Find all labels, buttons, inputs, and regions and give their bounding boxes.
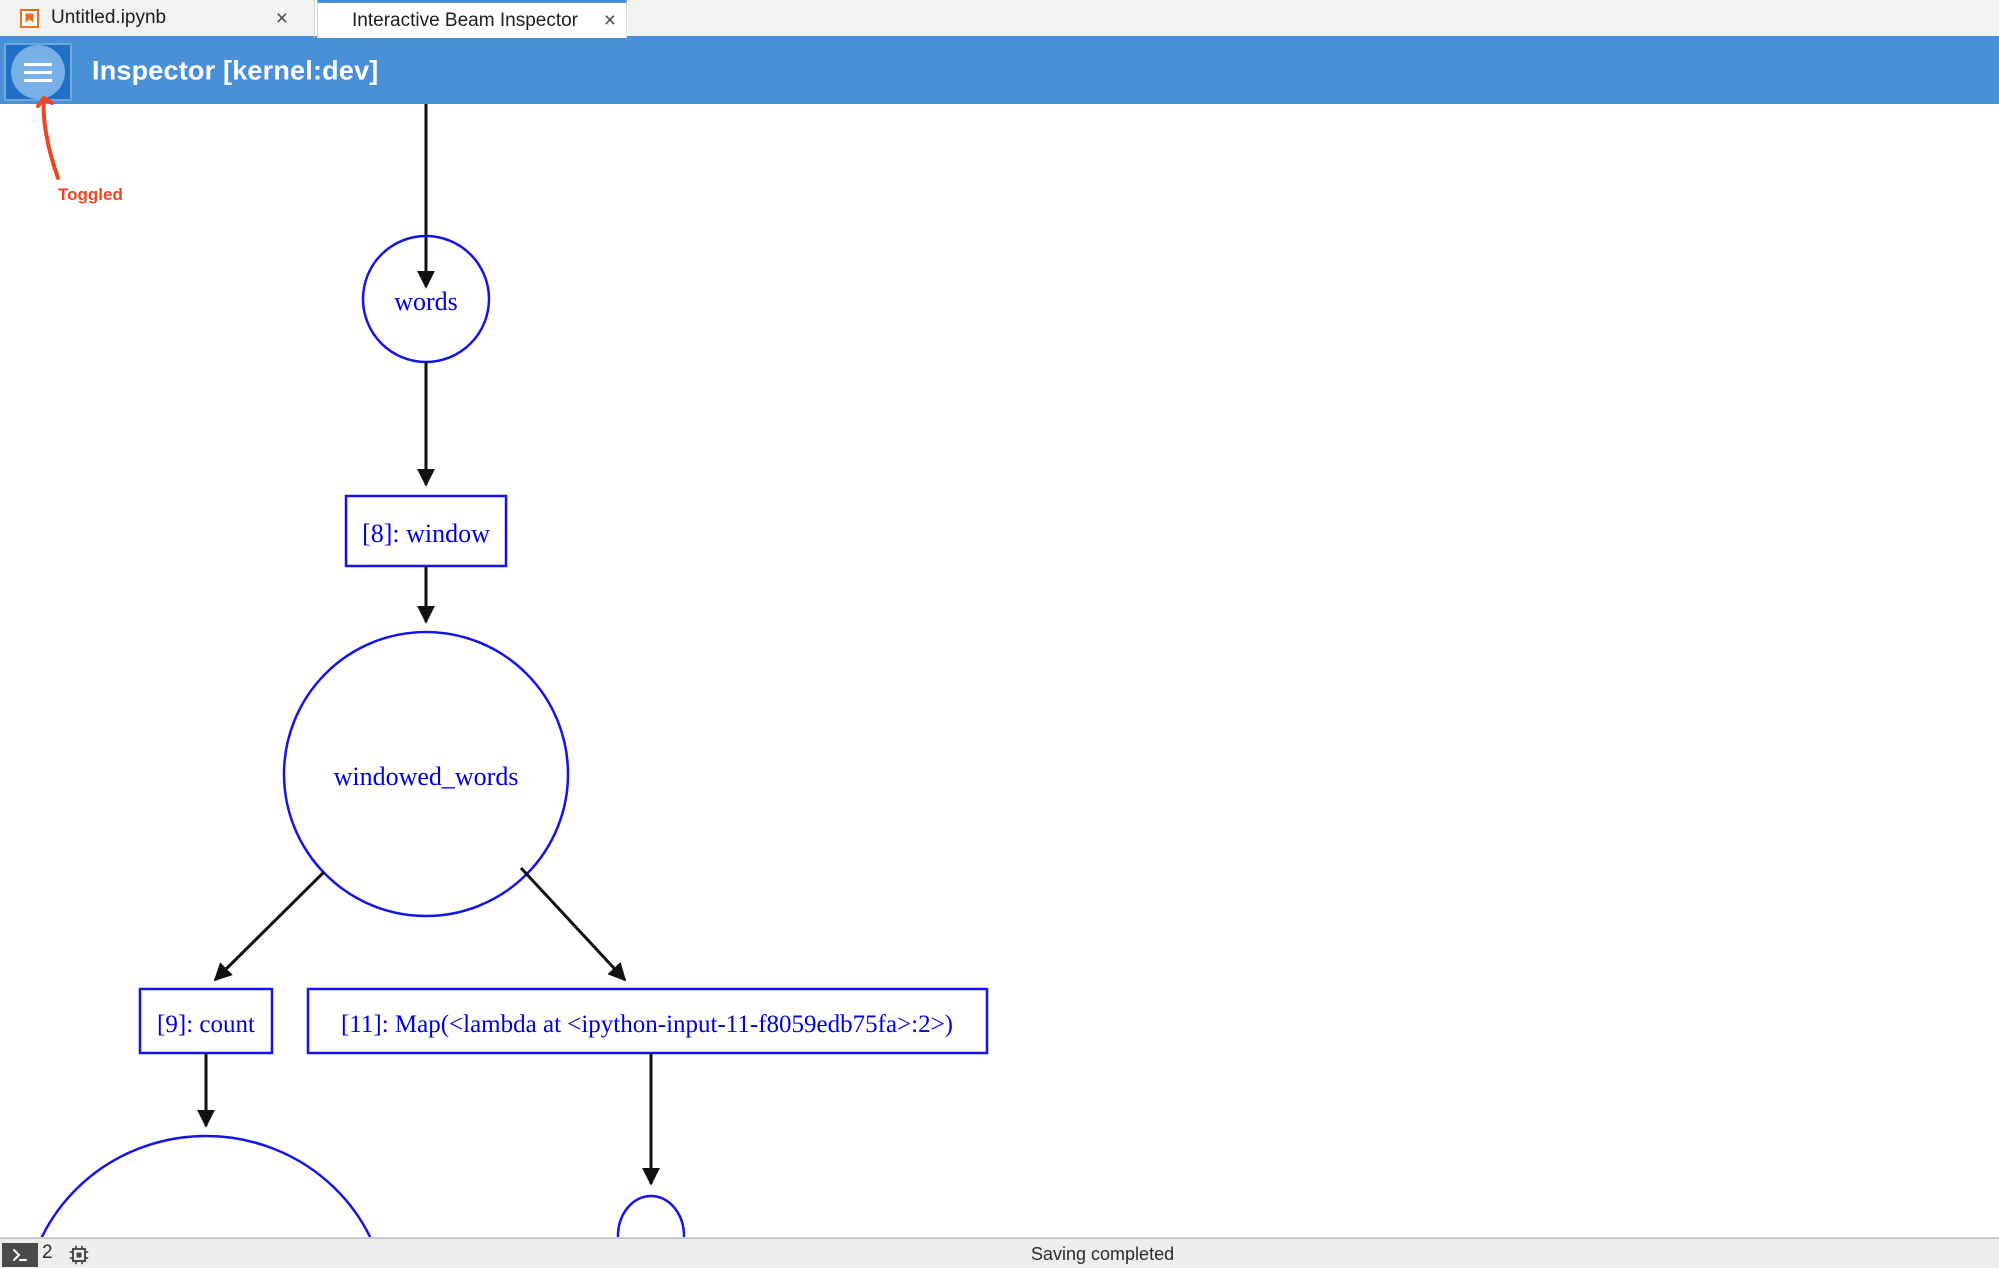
- pipeline-graph-canvas[interactable]: words [8]: window windowed_words: [0, 104, 1999, 1238]
- notebook-icon: [20, 8, 39, 28]
- tab-bar: Untitled.ipynb × Interactive Beam Inspec…: [0, 0, 1999, 38]
- page-title: Inspector [kernel:dev]: [92, 55, 379, 86]
- status-message: Saving completed: [1031, 1244, 1175, 1264]
- tab-untitled-ipynb[interactable]: Untitled.ipynb ×: [0, 0, 315, 38]
- status-bar: 2 Saving completed: [0, 1238, 1999, 1268]
- edge-windowed-words-to-count: [213, 870, 326, 982]
- pipeline-graph: words [8]: window windowed_words: [24, 104, 989, 1238]
- tab-close-icon[interactable]: ×: [603, 9, 616, 32]
- graph-node-window[interactable]: [8]: window: [344, 494, 508, 568]
- graph-node-label: [8]: window: [362, 519, 490, 548]
- graph-node-windowed-word-counts[interactable]: windowed_word_counts: [24, 1134, 388, 1238]
- hamburger-bar: [24, 70, 52, 74]
- hamburger-menu-button[interactable]: [4, 43, 72, 101]
- graph-node-words[interactable]: words: [361, 234, 491, 364]
- annotation-arrow-icon: [36, 96, 60, 180]
- graph-node-label: words: [394, 287, 458, 316]
- edge-windowed-words-to-map: [519, 866, 627, 982]
- tab-label: Interactive Beam Inspector: [352, 9, 578, 31]
- graph-node-count[interactable]: [9]: count: [138, 987, 274, 1055]
- graph-node-windowed-words[interactable]: windowed_words: [282, 630, 570, 918]
- graph-node-label: windowed_words: [334, 762, 519, 791]
- graph-node-label: [9]: count: [157, 1011, 255, 1038]
- terminal-icon: [13, 1249, 27, 1261]
- hamburger-bar: [24, 62, 52, 66]
- hamburger-bar: [24, 78, 52, 82]
- inspector-header: Inspector [kernel:dev]: [0, 38, 1999, 104]
- cpu-chip-icon[interactable]: [68, 1244, 90, 1266]
- tab-close-icon[interactable]: ×: [275, 6, 288, 30]
- tab-interactive-beam-inspector[interactable]: Interactive Beam Inspector ×: [317, 0, 627, 38]
- annotation-label: Toggled: [58, 185, 123, 204]
- hamburger-icon: [11, 45, 65, 99]
- tab-bar-empty-space: [628, 0, 1999, 38]
- terminal-count: 2: [42, 1242, 53, 1263]
- terminal-badge[interactable]: [2, 1243, 38, 1267]
- graph-node-map[interactable]: [11]: Map(<lambda at <ipython-input-11-f…: [306, 987, 989, 1055]
- graph-node-unnamed[interactable]: [616, 1194, 686, 1238]
- tab-label: Untitled.ipynb: [51, 7, 167, 28]
- graph-node-label: [11]: Map(<lambda at <ipython-input-11-f…: [341, 1011, 953, 1038]
